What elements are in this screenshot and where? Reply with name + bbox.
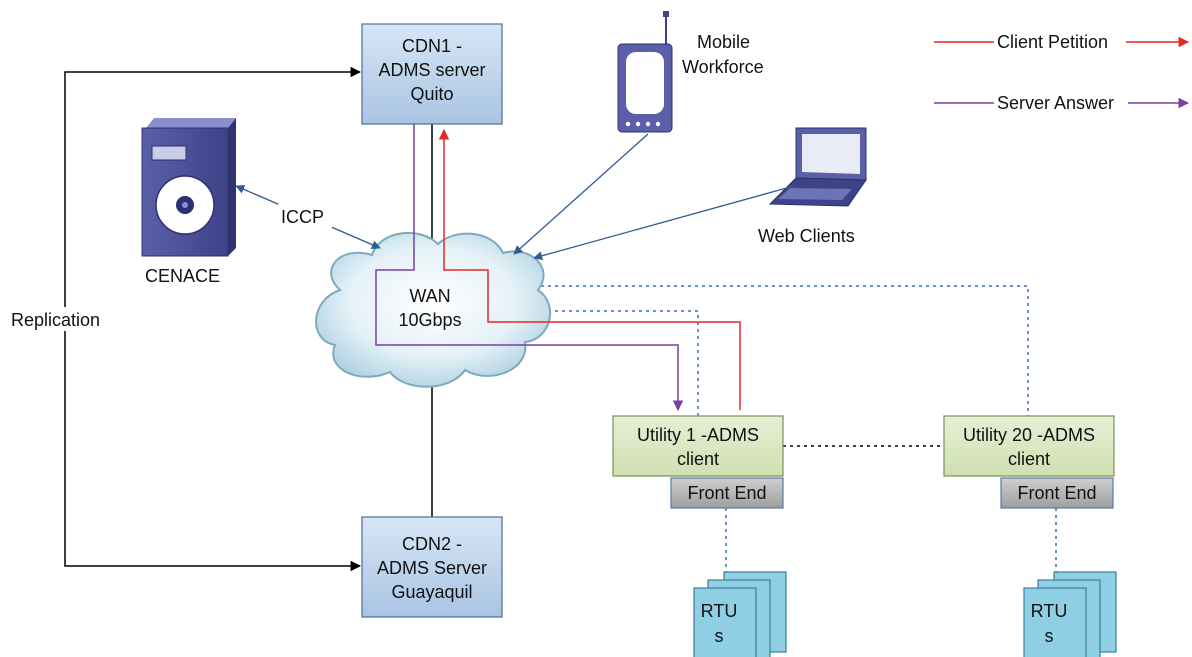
legend-client-petition: Client Petition xyxy=(934,30,1190,52)
server-answer-path xyxy=(375,124,684,412)
rtu-stack-utility20[interactable]: RTU s xyxy=(1023,571,1117,657)
cdn2-label-line1: CDN2 - xyxy=(402,534,462,554)
dotted-links xyxy=(534,285,1057,578)
utility20-label-line2: client xyxy=(1008,449,1050,469)
cdn1-label-line1: CDN1 - xyxy=(402,36,462,56)
legend-server-answer-label: Server Answer xyxy=(997,93,1114,113)
webclients-wan-link xyxy=(533,185,795,261)
utility1-label-line2: client xyxy=(677,449,719,469)
cdn2-label-line3: Guayaquil xyxy=(391,582,472,602)
utility1-label-line1: Utility 1 -ADMS xyxy=(637,425,759,445)
web-clients-label: Web Clients xyxy=(758,226,855,246)
utility20-front-end[interactable]: Front End xyxy=(1000,477,1114,509)
rtu1-label-line2: s xyxy=(715,626,724,646)
mobile-label-line2: Workforce xyxy=(682,57,764,77)
mobile-device-icon xyxy=(617,11,673,133)
mobile-wan-link xyxy=(513,133,649,255)
utility1-front-end-label: Front End xyxy=(687,483,766,503)
utility1-front-end[interactable]: Front End xyxy=(670,477,784,509)
wan-label-line1: WAN xyxy=(409,286,450,306)
mobile-workforce-node[interactable]: Mobile Workforce xyxy=(617,11,764,133)
iccp-label: ICCP xyxy=(281,207,324,227)
legend: Client Petition Server Answer xyxy=(934,30,1190,113)
mobile-label-line1: Mobile xyxy=(697,32,750,52)
wan-label-line2: 10Gbps xyxy=(398,310,461,330)
cdn1-label-line3: Quito xyxy=(410,84,453,104)
wan-utility20-dotted-link xyxy=(534,285,1029,416)
rtu20-label-line2: s xyxy=(1045,626,1054,646)
rtu20-label-line1: RTU xyxy=(1031,601,1068,621)
legend-server-answer: Server Answer xyxy=(934,91,1190,113)
rtu-stack-utility1[interactable]: RTU s xyxy=(693,571,787,657)
cdn2-label-line2: ADMS Server xyxy=(377,558,487,578)
legend-client-petition-label: Client Petition xyxy=(997,32,1108,52)
server-tower-icon xyxy=(141,118,236,257)
replication-label: Replication xyxy=(11,310,100,330)
client-petition-path xyxy=(438,128,741,410)
utility1-client[interactable]: Utility 1 -ADMS client xyxy=(612,415,784,477)
cdn1-server[interactable]: CDN1 - ADMS server Quito xyxy=(361,23,503,125)
rtu1-label-line1: RTU xyxy=(701,601,738,621)
wan-utility1-dotted-link xyxy=(534,310,699,416)
web-clients-node[interactable]: Web Clients xyxy=(758,127,867,246)
utility20-front-end-label: Front End xyxy=(1017,483,1096,503)
cenace-node[interactable]: CENACE xyxy=(141,118,236,286)
cenace-label: CENACE xyxy=(145,266,220,286)
utility20-client[interactable]: Utility 20 -ADMS client xyxy=(943,415,1115,477)
utility20-label-line1: Utility 20 -ADMS xyxy=(963,425,1095,445)
cdn1-label-line2: ADMS server xyxy=(378,60,485,80)
replication-link: Replication xyxy=(6,66,362,572)
iccp-link: ICCP xyxy=(235,185,381,249)
cdn2-server[interactable]: CDN2 - ADMS Server Guayaquil xyxy=(361,516,503,618)
wan-cloud: WAN 10Gbps xyxy=(315,231,552,388)
laptop-icon xyxy=(768,127,867,207)
